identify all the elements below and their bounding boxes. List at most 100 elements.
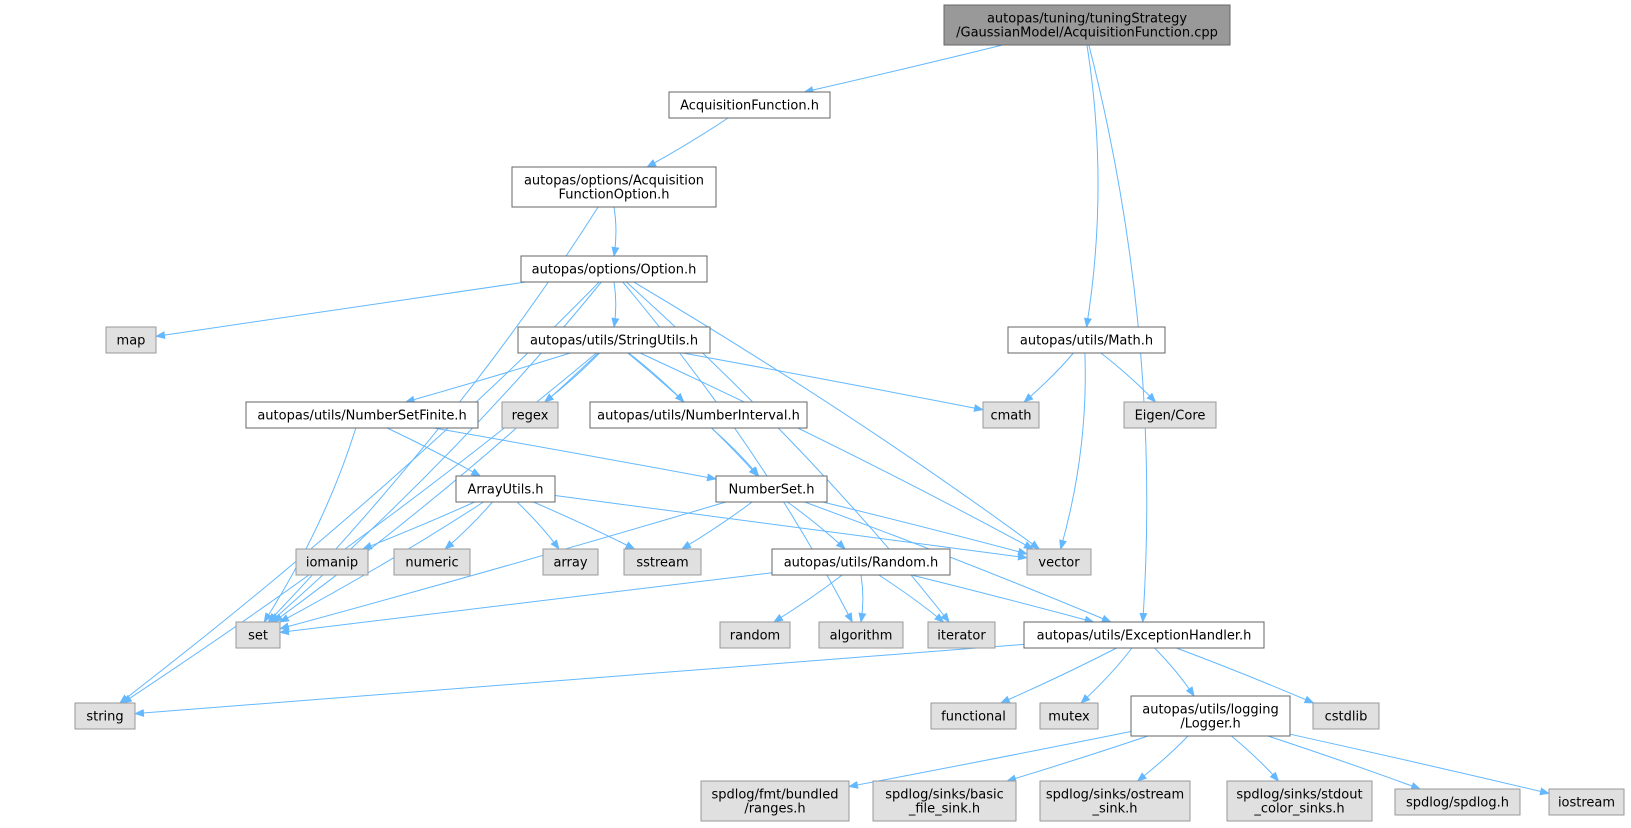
edge-random_h-to-exhandler xyxy=(911,574,1095,624)
node-cmath: cmath xyxy=(982,401,1040,429)
node-box-functional xyxy=(930,702,1017,730)
node-cstdlib: cstdlib xyxy=(1312,702,1380,730)
node-label-map: map xyxy=(117,334,146,349)
edge-strutils-to-nsfinite xyxy=(404,352,571,404)
edge-numberset-to-random_h xyxy=(787,501,846,550)
edge-logger-to-stdoutsink xyxy=(1231,735,1280,782)
node-label-numeric: numeric xyxy=(405,556,458,571)
edge-acqh-to-acqopt xyxy=(646,117,729,168)
node-basicfile: spdlog/sinks/basic_file_sink.h xyxy=(872,780,1017,822)
node-label-eigen: Eigen/Core xyxy=(1135,409,1206,424)
node-iomanip: iomanip xyxy=(295,548,369,576)
node-label-set: set xyxy=(248,629,268,644)
node-box-eigen xyxy=(1123,401,1217,429)
node-random: random xyxy=(719,621,791,649)
node-map: map xyxy=(105,326,157,354)
edge-random_h-to-set xyxy=(279,572,773,636)
node-label-strutils: autopas/utils/StringUtils.h xyxy=(530,334,698,349)
node-functional: functional xyxy=(930,702,1017,730)
node-box-root xyxy=(943,4,1231,46)
node-iterator: iterator xyxy=(927,621,996,649)
node-label-array: array xyxy=(553,556,587,571)
node-box-map xyxy=(105,326,157,354)
node-label-logger: /Logger.h xyxy=(1180,717,1240,732)
node-label-random_h: autopas/utils/Random.h xyxy=(784,556,939,571)
edge-option-to-strutils xyxy=(611,281,620,328)
node-label-acqopt: FunctionOption.h xyxy=(558,188,669,203)
node-numberset[interactable]: NumberSet.h xyxy=(715,475,828,503)
edge-numberset-to-exhandler xyxy=(804,501,1112,623)
node-label-stdoutsink: _color_sinks.h xyxy=(1253,802,1344,817)
edge-numberset-to-sstream xyxy=(681,501,753,550)
edge-logger-to-basicfile xyxy=(1006,735,1149,783)
node-box-set xyxy=(235,621,281,649)
edge-root-to-math xyxy=(1084,44,1099,328)
node-ninterval[interactable]: autopas/utils/NumberInterval.h xyxy=(589,401,808,429)
node-label-nsfinite: autopas/utils/NumberSetFinite.h xyxy=(257,409,466,424)
node-label-root: /GaussianModel/AcquisitionFunction.cpp xyxy=(956,26,1218,41)
node-box-iostream xyxy=(1548,788,1625,816)
node-box-array xyxy=(542,548,599,576)
edge-math-to-vector xyxy=(1059,352,1086,550)
node-root[interactable]: autopas/tuning/tuningStrategy/GaussianMo… xyxy=(943,4,1231,46)
node-algorithm: algorithm xyxy=(818,621,904,649)
node-box-option xyxy=(520,255,708,283)
node-array: array xyxy=(542,548,599,576)
node-option[interactable]: autopas/options/Option.h xyxy=(520,255,708,283)
node-nsfinite[interactable]: autopas/utils/NumberSetFinite.h xyxy=(245,401,479,429)
edge-random_h-to-random xyxy=(773,574,843,623)
node-label-stdoutsink: spdlog/sinks/stdout xyxy=(1236,788,1362,803)
node-eigen: Eigen/Core xyxy=(1123,401,1217,429)
edge-acqopt-to-option xyxy=(611,206,620,257)
edge-strutils-to-vector xyxy=(639,352,1034,550)
edge-strutils-to-set xyxy=(272,352,599,623)
node-box-strutils xyxy=(517,326,711,354)
edge-exhandler-to-logger xyxy=(1154,647,1195,697)
node-label-ostreamsink: spdlog/sinks/ostream xyxy=(1046,788,1184,803)
node-math[interactable]: autopas/utils/Math.h xyxy=(1007,326,1166,354)
node-box-mutex xyxy=(1039,702,1099,730)
node-label-functional: functional xyxy=(941,710,1006,725)
node-box-numeric xyxy=(393,548,471,576)
edge-arrayutils-to-sstream xyxy=(533,501,636,550)
node-random_h[interactable]: autopas/utils/Random.h xyxy=(771,548,951,576)
node-box-algorithm xyxy=(818,621,904,649)
edge-exhandler-to-cstdlib xyxy=(1176,647,1315,704)
edge-arrayutils-to-set xyxy=(279,501,484,623)
edge-random_h-to-iterator xyxy=(878,574,945,623)
node-sstream: sstream xyxy=(623,548,702,576)
node-acqopt[interactable]: autopas/options/AcquisitionFunctionOptio… xyxy=(511,166,717,208)
node-label-basicfile: spdlog/sinks/basic xyxy=(885,788,1004,803)
node-iostream: iostream xyxy=(1548,788,1625,816)
node-string: string xyxy=(74,702,136,730)
node-stdoutsink: spdlog/sinks/stdout_color_sinks.h xyxy=(1226,780,1373,822)
node-box-acqopt xyxy=(511,166,717,208)
node-label-ostreamsink: _sink.h xyxy=(1091,802,1137,817)
node-box-vector xyxy=(1026,548,1092,576)
edge-exhandler-to-string xyxy=(134,643,1025,717)
node-box-regex xyxy=(501,401,559,429)
dependency-nodes: autopas/tuning/tuningStrategy/GaussianMo… xyxy=(74,4,1625,822)
edge-nsfinite-to-numberset xyxy=(433,427,717,482)
node-box-random_h xyxy=(771,548,951,576)
node-label-logger: autopas/utils/logging xyxy=(1142,703,1279,718)
node-strutils[interactable]: autopas/utils/StringUtils.h xyxy=(517,326,711,354)
edge-numberset-to-set xyxy=(279,501,726,631)
node-label-cstdlib: cstdlib xyxy=(1325,710,1368,725)
node-regex: regex xyxy=(501,401,559,429)
node-label-ninterval: autopas/utils/NumberInterval.h xyxy=(597,409,800,424)
edge-math-to-eigen xyxy=(1100,352,1157,403)
node-exhandler[interactable]: autopas/utils/ExceptionHandler.h xyxy=(1023,621,1265,649)
node-label-acqopt: autopas/options/Acquisition xyxy=(524,174,704,189)
node-label-spdlog: spdlog/spdlog.h xyxy=(1406,796,1509,811)
edge-random_h-to-algorithm xyxy=(858,574,867,623)
node-label-iterator: iterator xyxy=(937,629,986,644)
edge-ninterval-to-numberset xyxy=(710,427,760,477)
node-logger[interactable]: autopas/utils/logging/Logger.h xyxy=(1130,695,1291,737)
node-arrayutils[interactable]: ArrayUtils.h xyxy=(455,475,556,503)
edge-math-to-cmath xyxy=(1023,352,1074,403)
node-label-iostream: iostream xyxy=(1558,796,1615,811)
node-acqh[interactable]: AcquisitionFunction.h xyxy=(668,91,831,119)
node-box-logger xyxy=(1130,695,1291,737)
node-box-arrayutils xyxy=(455,475,556,503)
